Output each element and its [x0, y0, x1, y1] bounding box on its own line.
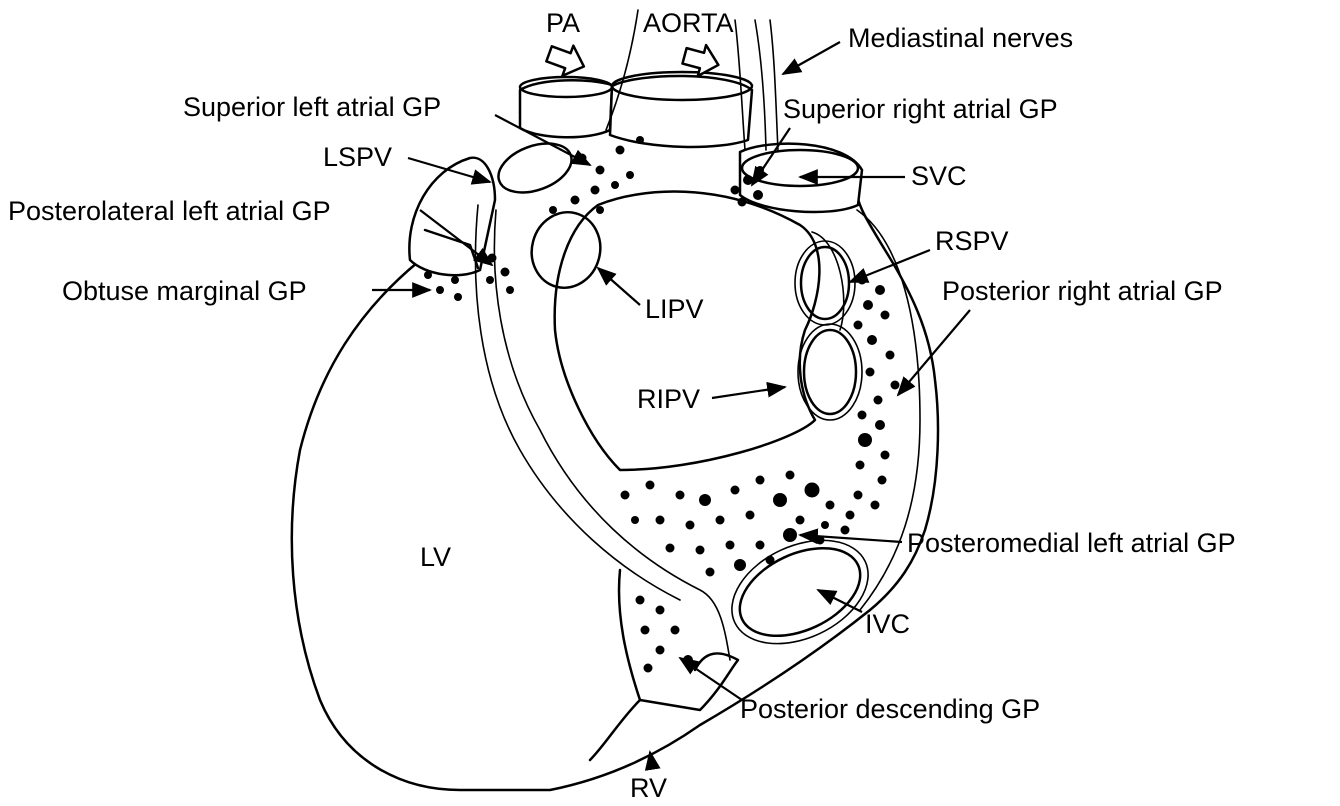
label-mediastinal-nerves: Mediastinal nerves	[848, 23, 1073, 53]
heart-drawing	[292, 10, 938, 790]
label-posteromedial-left-atrial-gp: Posteromedial left atrial GP	[907, 528, 1236, 558]
label-ivc: IVC	[865, 609, 910, 639]
pa-vessel	[520, 80, 612, 137]
ivc-vessel	[726, 531, 874, 654]
left-atrium	[555, 192, 820, 470]
label-pa: PA	[546, 8, 580, 38]
label-rspv: RSPV	[935, 226, 1009, 256]
label-posterior-right-atrial-gp: Posterior right atrial GP	[942, 276, 1223, 306]
label-rv: RV	[630, 773, 667, 803]
ripv-vessel	[804, 330, 856, 414]
label-superior-left-atrial-gp: Superior left atrial GP	[183, 92, 441, 122]
label-posterolateral-left-atrial-gp: Posterolateral left atrial GP	[8, 196, 331, 226]
label-obtuse-marginal-gp: Obtuse marginal GP	[62, 276, 307, 306]
label-lspv: LSPV	[323, 142, 392, 172]
label-ripv: RIPV	[637, 384, 700, 414]
label-svc: SVC	[911, 161, 967, 191]
label-lv: LV	[420, 542, 451, 572]
aorta-vessel	[610, 76, 752, 147]
label-lipv: LIPV	[645, 294, 704, 324]
pa-flow-arrow-icon	[544, 39, 590, 82]
label-posterior-descending-gp: Posterior descending GP	[740, 694, 1040, 724]
label-aorta: AORTA	[643, 8, 734, 38]
label-superior-right-atrial-gp: Superior right atrial GP	[783, 94, 1058, 124]
